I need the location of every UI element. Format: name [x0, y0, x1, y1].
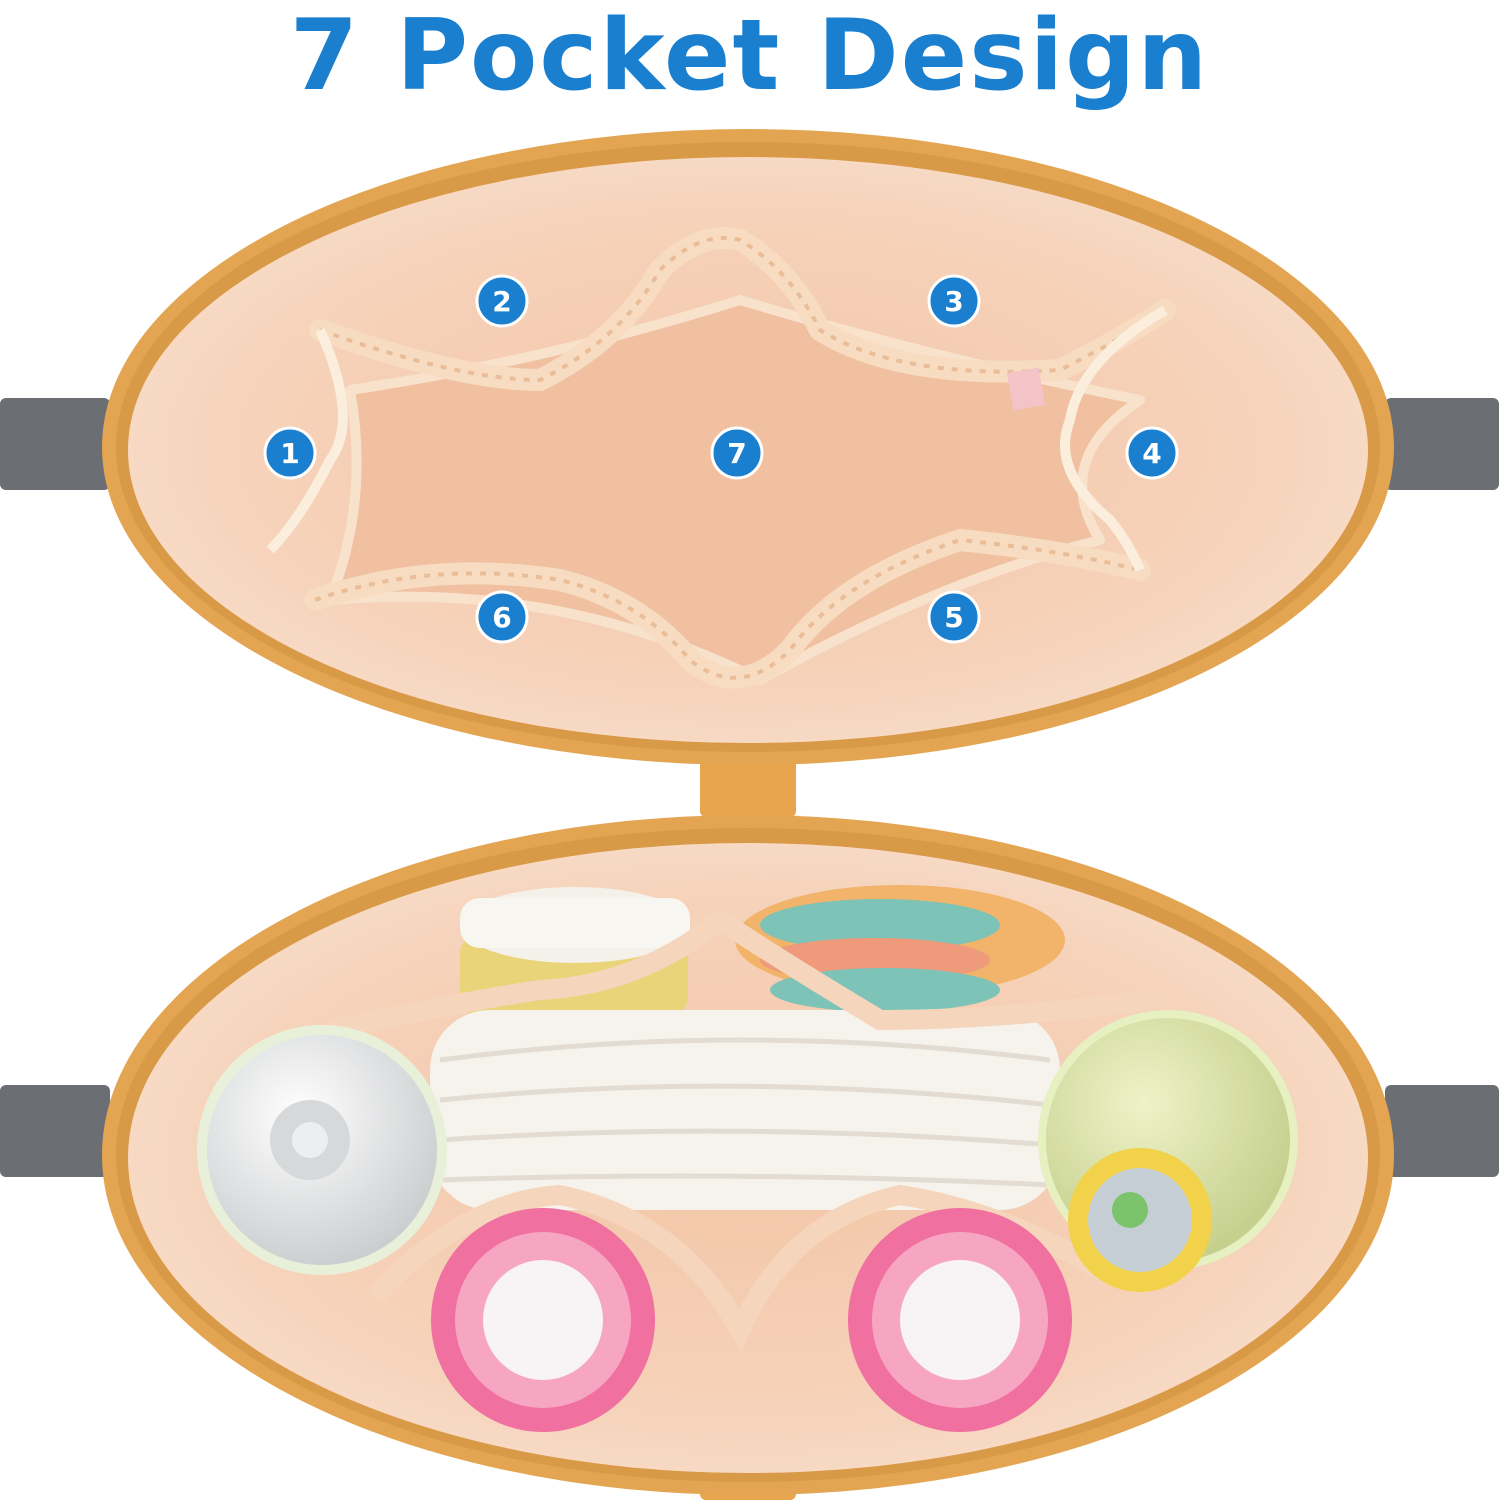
pocket-number-3: 3 — [944, 285, 963, 318]
pocket-badge-6: 6 — [475, 590, 529, 644]
pocket-badge-3: 3 — [927, 274, 981, 328]
right-strap — [1385, 398, 1499, 490]
pocket-number-1: 1 — [280, 437, 299, 470]
left-strap — [0, 398, 110, 490]
top-bag: 1 2 3 4 5 6 7 — [0, 129, 1499, 817]
pocket-number-5: 5 — [944, 601, 963, 634]
headline-title: 7 Pocket Design — [289, 0, 1210, 113]
pocket-badge-1: 1 — [263, 426, 317, 480]
pocket-badge-5: 5 — [927, 590, 981, 644]
pink-bottle-left — [431, 1208, 655, 1432]
pocket-badge-2: 2 — [475, 274, 529, 328]
pocket-number-4: 4 — [1142, 437, 1161, 470]
diapers-item — [430, 1010, 1060, 1210]
pink-bottle-right — [848, 1208, 1072, 1432]
right-strap-bottom — [1385, 1085, 1499, 1177]
bottom-bag — [0, 815, 1499, 1500]
baby-bottle-item — [197, 1025, 447, 1275]
pocket-number-6: 6 — [492, 601, 511, 634]
pocket-badge-7: 7 — [710, 426, 764, 480]
left-strap-bottom — [0, 1085, 110, 1177]
pocket-number-7: 7 — [727, 437, 746, 470]
ball-toy-item — [1038, 1010, 1298, 1292]
pocket-number-2: 2 — [492, 285, 511, 318]
pocket-badge-4: 4 — [1125, 426, 1179, 480]
